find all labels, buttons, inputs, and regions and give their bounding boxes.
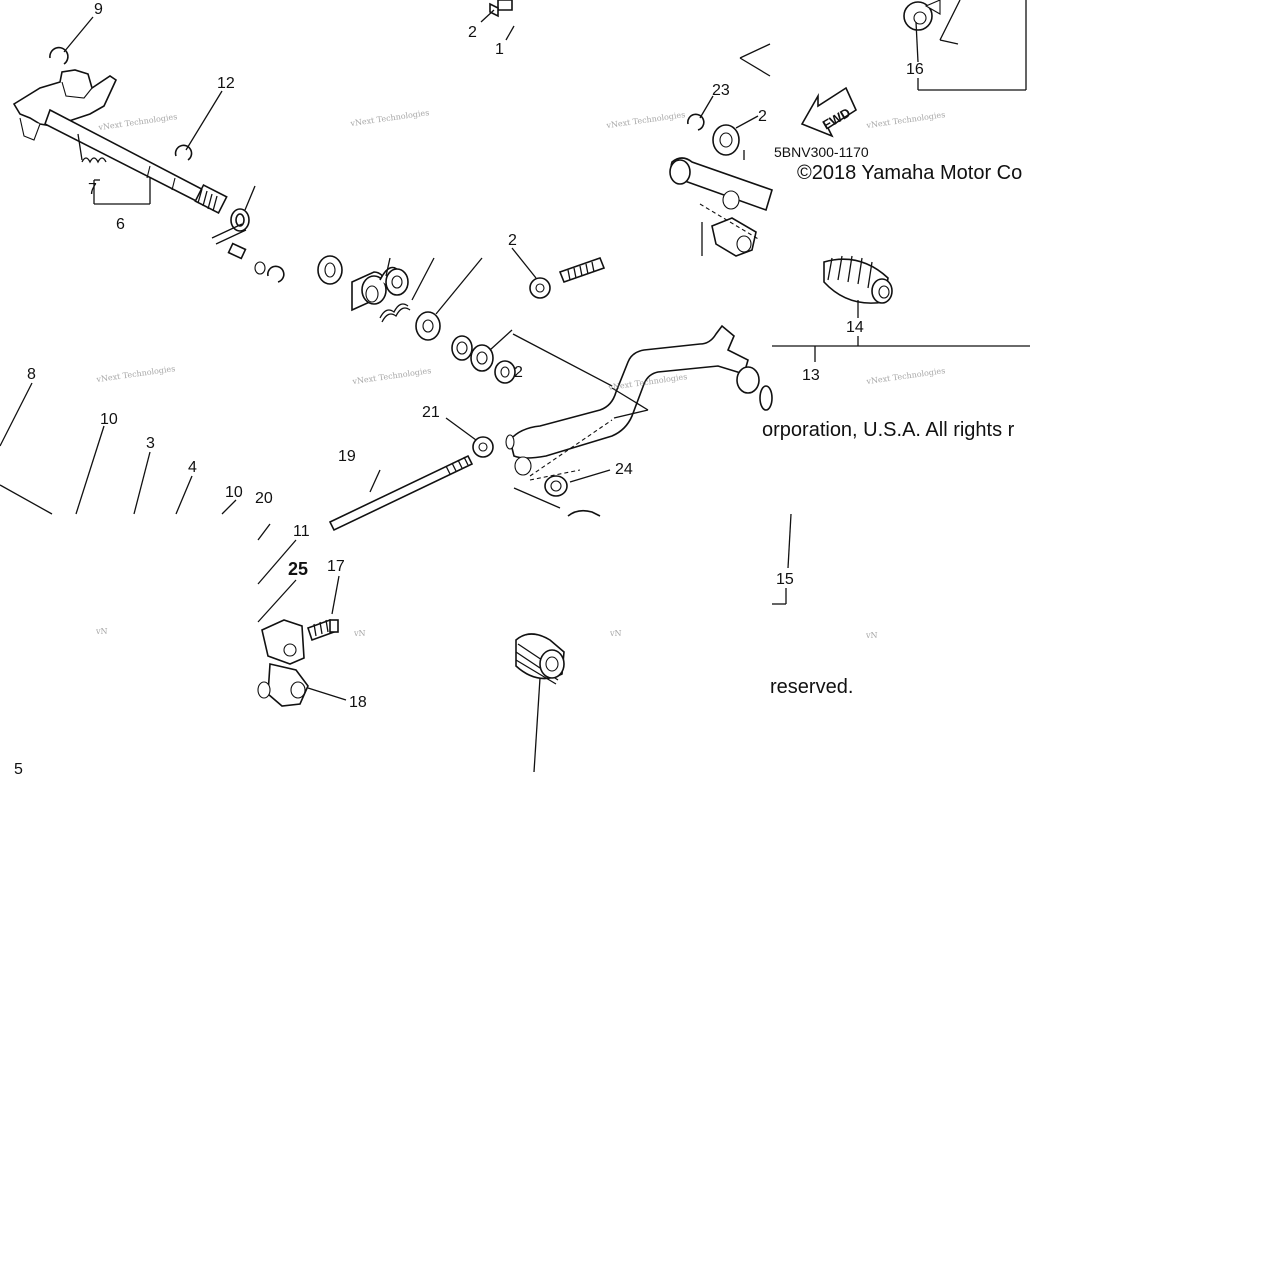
watermark-2: vNext Technologies	[349, 108, 430, 128]
header-right-group: FWD 5BNV300-1170 ©2018 Yamaha Motor Co	[774, 0, 1027, 184]
clamp-joint-group	[257, 575, 347, 707]
callout-8: 8	[27, 366, 36, 383]
callout-13: 13	[802, 367, 820, 384]
callout-24: 24	[615, 461, 633, 478]
callout-2a: 2	[468, 24, 477, 41]
watermark-fragment-4: vN	[865, 631, 878, 640]
shift-rubber-group	[772, 255, 1030, 362]
callout-4: 4	[188, 459, 197, 476]
callout-2d: 2	[514, 364, 523, 381]
watermark-6: vNext Technologies	[351, 366, 432, 386]
watermark-1: vNext Technologies	[97, 112, 178, 132]
callout-9: 9	[94, 1, 103, 18]
callout-10a: 10	[100, 411, 118, 428]
callout-3: 3	[146, 435, 155, 452]
fwd-arrow-icon	[800, 86, 858, 138]
top-bolt-group	[480, 0, 515, 41]
callout-16: 16	[906, 61, 924, 78]
callout-12: 12	[217, 75, 235, 92]
callout-17: 17	[327, 558, 345, 575]
callout-23: 23	[712, 82, 730, 99]
callout-11: 11	[293, 523, 310, 540]
copyright-line-3: reserved.	[770, 676, 853, 698]
watermark-5: vNext Technologies	[95, 364, 176, 384]
callout-25: 25	[288, 559, 308, 579]
callout-19: 19	[338, 448, 356, 465]
pedal-pivot-group	[669, 43, 773, 257]
callout-1: 1	[495, 41, 504, 58]
copyright-line-2: orporation, U.S.A. All rights r	[762, 419, 1015, 441]
callout-7: 7	[88, 181, 97, 198]
callout-2c: 2	[508, 232, 517, 249]
watermark-fragment-3: vN	[609, 629, 622, 638]
watermark-3: vNext Technologies	[605, 110, 686, 130]
callout-18: 18	[349, 694, 367, 711]
callout-14: 14	[846, 319, 864, 336]
callout-15: 15	[776, 571, 794, 588]
circlip-washer-group	[211, 185, 285, 283]
watermark-8: vNext Technologies	[865, 366, 946, 386]
callout-6: 6	[116, 216, 125, 233]
callout-2b: 2	[758, 108, 767, 125]
shift-rod-group	[328, 417, 515, 532]
lower-rubber-group	[515, 513, 792, 773]
shift-linkage-parts	[317, 247, 613, 387]
callout-21: 21	[422, 404, 440, 421]
watermark-4: vNext Technologies	[865, 110, 946, 130]
shift-pedal-group	[509, 324, 773, 517]
callout-20: 20	[255, 490, 273, 507]
watermark-fragment-2: vN	[353, 629, 366, 638]
shift-shaft-group	[12, 16, 228, 214]
copyright-line-1: ©2018 Yamaha Motor Co	[797, 162, 1022, 184]
callout-10b: 10	[225, 484, 243, 501]
left-leaders-group	[0, 382, 297, 623]
diagram-code: 5BNV300-1170	[774, 144, 869, 160]
watermark-fragment-1: vN	[95, 627, 108, 636]
callout-labels: 9 12 7 6 2 1 23 2 16 2 2 14 13 8 10 3 4 …	[14, 1, 924, 778]
callout-5: 5	[14, 761, 23, 778]
